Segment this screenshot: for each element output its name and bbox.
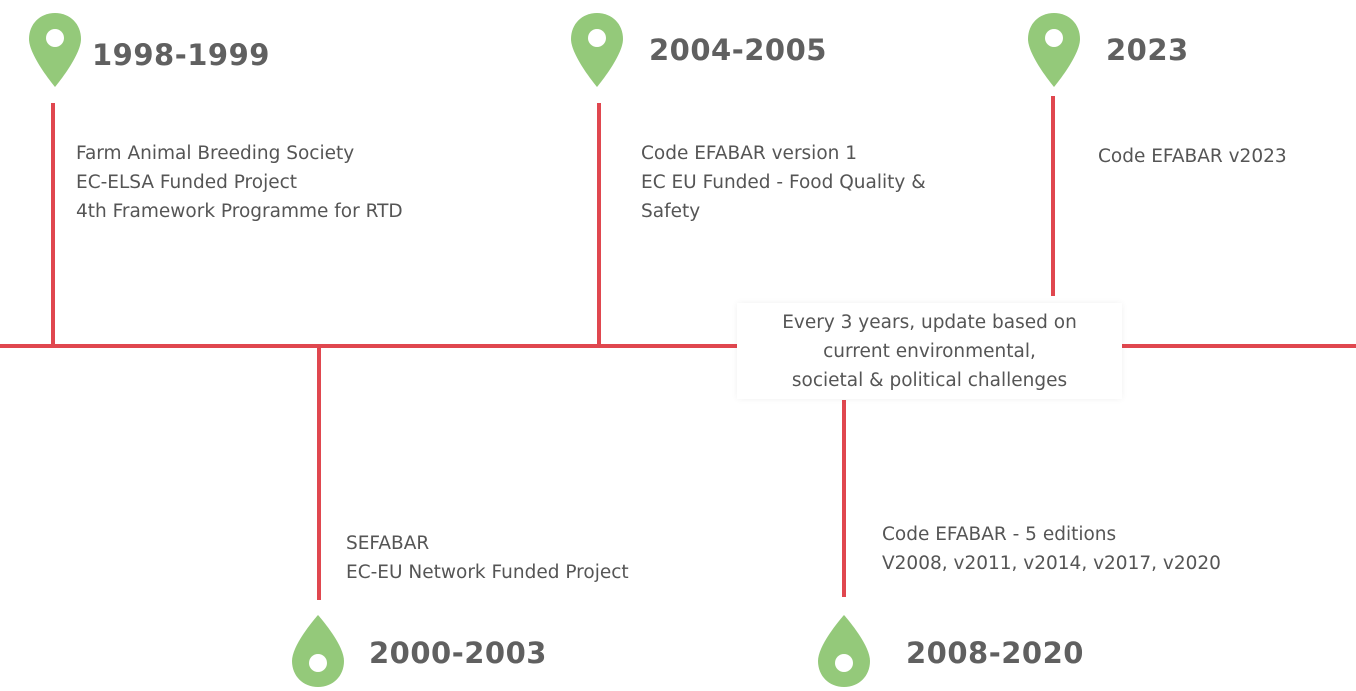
timeline-axis (0, 344, 1356, 348)
callout-line: Every 3 years, update based on (782, 311, 1077, 333)
event-stem (51, 103, 55, 346)
event-year: 2023 (1106, 33, 1189, 67)
event-description-line: EC EU Funded - Food Quality & (641, 172, 926, 193)
event-description: SEFABAR EC-EU Network Funded Project (346, 529, 629, 587)
event-description-line: V2008, v2011, v2014, v2017, v2020 (882, 553, 1221, 574)
event-description: Farm Animal Breeding Society EC-ELSA Fun… (76, 139, 403, 226)
event-description-line: Code EFABAR v2023 (1098, 146, 1287, 167)
event-year: 1998-1999 (92, 38, 270, 72)
event-stem (597, 103, 601, 346)
event-stem (842, 400, 846, 597)
map-pin-icon (816, 613, 872, 691)
event-description-line: EC-EU Network Funded Project (346, 562, 629, 583)
event-description: Code EFABAR - 5 editions V2008, v2011, v… (882, 520, 1221, 578)
event-description-line: 4th Framework Programme for RTD (76, 201, 403, 222)
event-description-line: SEFABAR (346, 533, 430, 554)
event-year: 2008-2020 (906, 636, 1084, 670)
event-year: 2000-2003 (369, 636, 547, 670)
event-description-line: Farm Animal Breeding Society (76, 143, 355, 164)
event-description: Code EFABAR v2023 (1098, 142, 1287, 171)
map-pin-icon (1026, 11, 1082, 89)
callout-line: current environmental, (823, 340, 1036, 362)
event-year: 2004-2005 (649, 33, 827, 67)
event-description-line: EC-ELSA Funded Project (76, 172, 298, 193)
map-pin-icon (290, 613, 346, 691)
event-description: Code EFABAR version 1 EC EU Funded - Foo… (641, 139, 926, 226)
event-description-line: Code EFABAR - 5 editions (882, 524, 1117, 545)
callout-line: societal & political challenges (791, 369, 1068, 391)
update-cycle-callout: Every 3 years, update based on current e… (737, 303, 1122, 399)
event-stem (1051, 96, 1055, 296)
event-stem (317, 346, 321, 600)
event-description-line: Code EFABAR version 1 (641, 143, 858, 164)
map-pin-icon (27, 11, 83, 89)
event-description-line: Safety (641, 201, 701, 222)
map-pin-icon (569, 11, 625, 89)
